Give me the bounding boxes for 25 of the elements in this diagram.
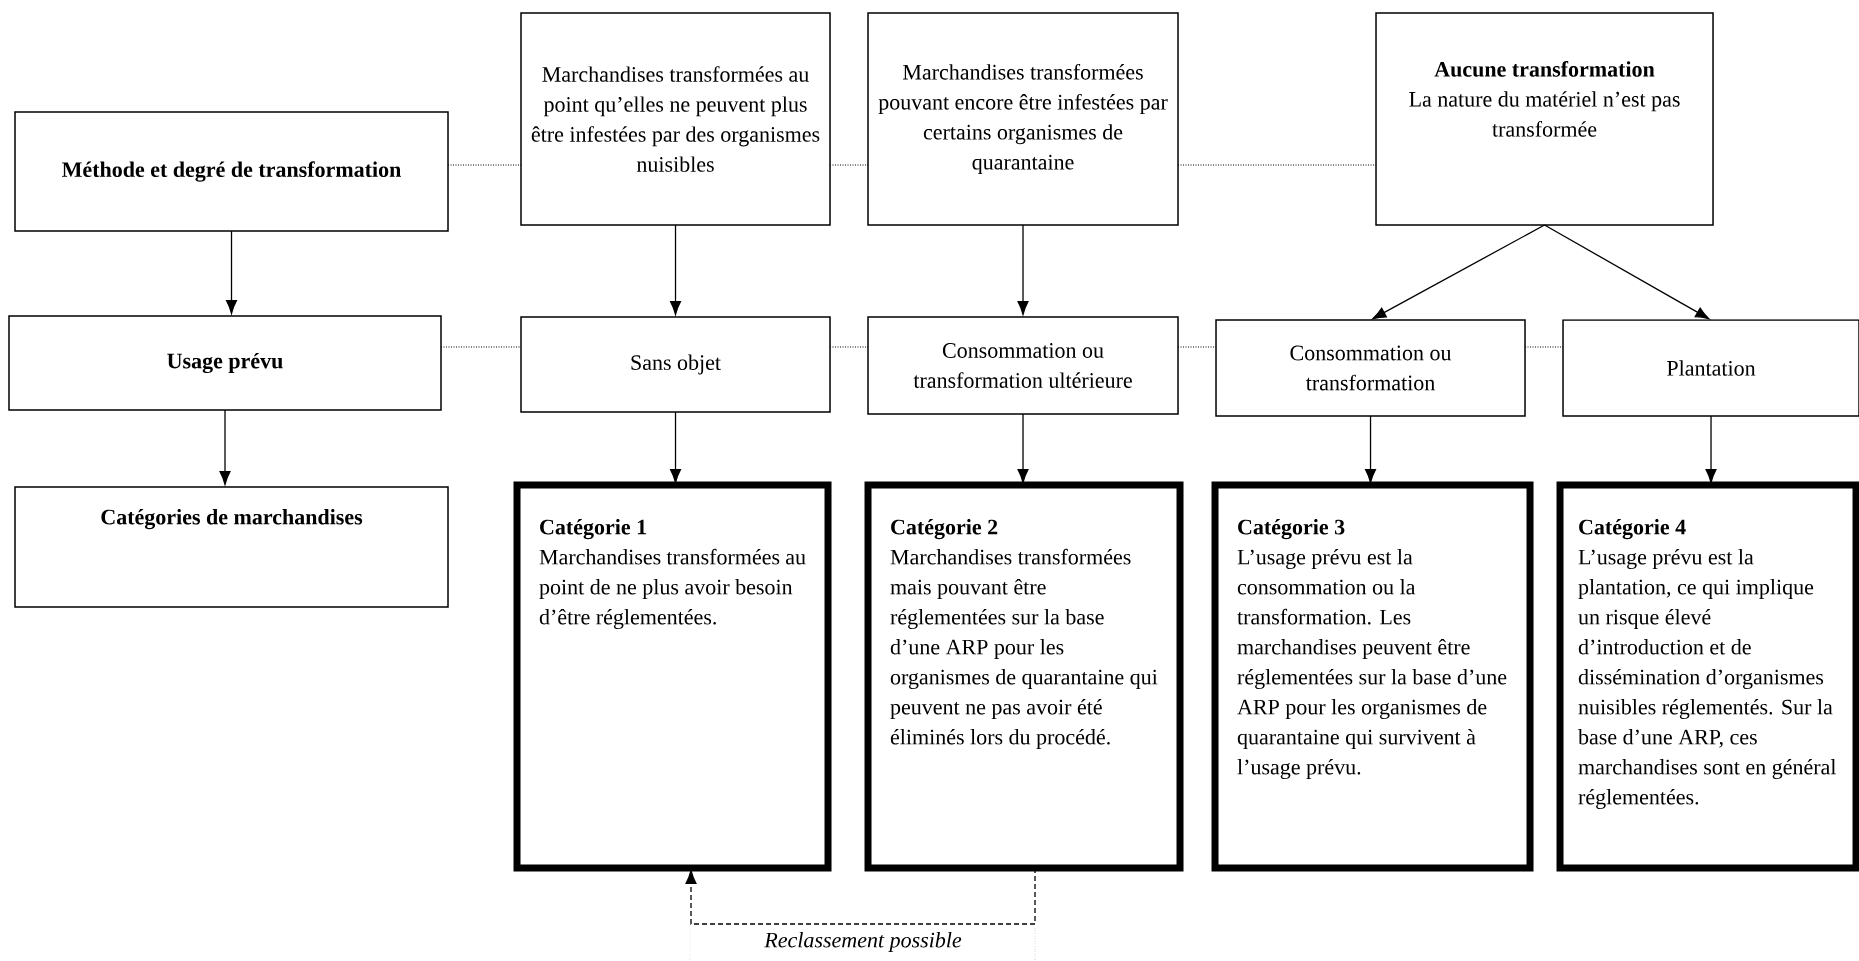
arrow: [1705, 415, 1717, 483]
arrow: [1543, 224, 1710, 320]
row-header-box: Catégories de marchandises: [14, 486, 449, 608]
arrow: [1365, 415, 1377, 483]
process-box: Consommation ou transformation ultérieure: [867, 316, 1179, 415]
row-header-box: Méthode et degré de transformation: [14, 111, 449, 232]
process-box: Plantation: [1562, 319, 1859, 417]
arrow: [1017, 413, 1029, 483]
process-box: Aucune transformation La nature du matériel n’est pas transformée: [1375, 12, 1714, 226]
category-box: Catégorie 2 Marchandises transformées mais pouvant être réglementées sur la base d’une ARP pour les organismes de quarantaine qui peuvent ne pas avoir été éliminés lors du procédé.: [864, 481, 1184, 872]
process-box: Marchandises transformées pouvant encore être infestées par certains organismes de quarantaine: [867, 12, 1179, 226]
arrow: [226, 230, 237, 314]
category-box: Catégorie 3 L’usage prévu est la consommation ou la transformation. Les marchandises peuvent être réglementées sur la base d’une ARP pour les organismes de quarantaine qui survivent à l’usage prévu.: [1211, 481, 1534, 872]
process-box: Marchandises transformées au point qu’elles ne peuvent plus être infestées par des organismes nuisibles: [520, 12, 831, 226]
category-box: Catégorie 4 L’usage prévu est la plantation, ce qui implique un risque élevé d’introduction et de dissémination d’organismes nuisibles réglementés. Sur la base d’une ARP, ces marchandises sont en général réglementées.: [1556, 481, 1859, 872]
edge-label: Reclassement possible: [762, 930, 964, 954]
arrow: [670, 411, 682, 483]
arrow: [1017, 224, 1029, 315]
row-header-box: Usage prévu: [8, 315, 442, 411]
category-box: Catégorie 1 Marchandises transformées au point de ne plus avoir besoin d’être réglementées.: [513, 481, 832, 872]
arrow: [670, 224, 682, 315]
process-box: Sans objet: [520, 316, 831, 413]
arrow: [1372, 224, 1546, 320]
arrow: [219, 409, 231, 485]
process-box: Consommation ou transformation: [1215, 319, 1526, 417]
